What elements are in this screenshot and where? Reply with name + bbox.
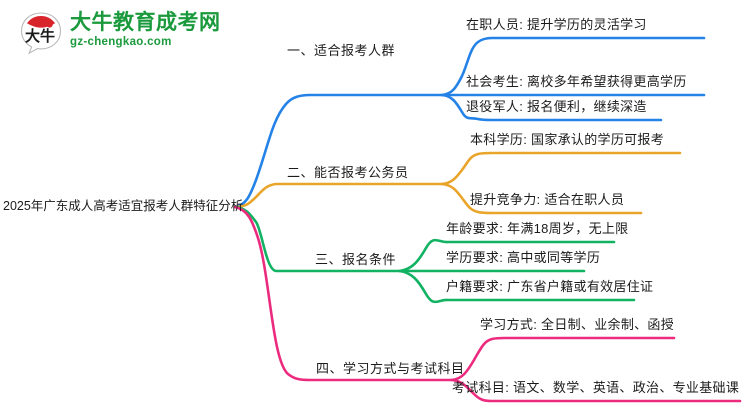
branch-label-1[interactable]: 一、适合报考人群 — [287, 43, 396, 58]
branch-2-leaf-1-connector — [440, 151, 682, 186]
leaf-label-2-1[interactable]: 本科学历: 国家承认的学历可报考 — [470, 132, 665, 147]
branch-2-trunk — [233, 182, 444, 209]
logo-mark-text: 大牛 — [25, 27, 55, 45]
branch-3-leaf-1-connector — [398, 238, 616, 273]
branch-1-leaf-1-connector — [440, 36, 706, 97]
branch-2-leaf-2-connector — [440, 182, 643, 215]
site-logo: 大牛 大牛教育成考网 gz-chengkao.com — [18, 8, 248, 58]
branch-label-3[interactable]: 三、报名条件 — [315, 252, 397, 267]
branch-4-leaf-2-connector — [450, 378, 742, 403]
branch-1-trunk — [233, 93, 444, 209]
leaf-label-4-1[interactable]: 学习方式: 全日制、业余制、函授 — [480, 317, 675, 332]
daniu-logo-icon: 大牛 — [20, 12, 62, 55]
root-node[interactable]: 2025年广东成人高考适宜报考人群特征分析 — [3, 199, 244, 213]
logo-name-cn: 大牛教育成考网 — [70, 11, 221, 34]
leaf-label-1-3[interactable]: 退役军人: 报名便利，继续深造 — [466, 99, 647, 114]
leaf-label-3-3[interactable]: 户籍要求: 广东省户籍或有效居住证 — [446, 279, 654, 294]
branch-3-leaf-3-connector — [398, 269, 636, 304]
logo-wordmark: 大牛教育成考网 gz-chengkao.com — [70, 11, 250, 50]
leaf-label-1-2[interactable]: 社会考生: 离校多年希望获得更高学历 — [466, 74, 687, 89]
branch-label-2[interactable]: 二、能否报考公务员 — [287, 165, 409, 180]
branch-4-leaf-1-connector — [450, 336, 676, 382]
branch-4-trunk — [233, 205, 454, 382]
logo-name-en: gz-chengkao.com — [70, 36, 172, 48]
leaf-label-1-1[interactable]: 在职人员: 提升学历的灵活学习 — [466, 17, 647, 32]
leaf-label-3-1[interactable]: 年龄要求: 年满18周岁，无上限 — [446, 221, 629, 236]
leaf-label-3-2[interactable]: 学历要求: 高中或同等学历 — [446, 250, 601, 265]
leaf-label-2-2[interactable]: 提升竞争力: 适合在职人员 — [470, 192, 625, 207]
leaf-label-4-2[interactable]: 考试科目: 语文、数学、英语、政治、专业基础课 — [452, 380, 740, 395]
branch-1-leaf-3-connector — [440, 93, 663, 122]
branch-label-4[interactable]: 四、学习方式与考试科目 — [316, 361, 465, 376]
